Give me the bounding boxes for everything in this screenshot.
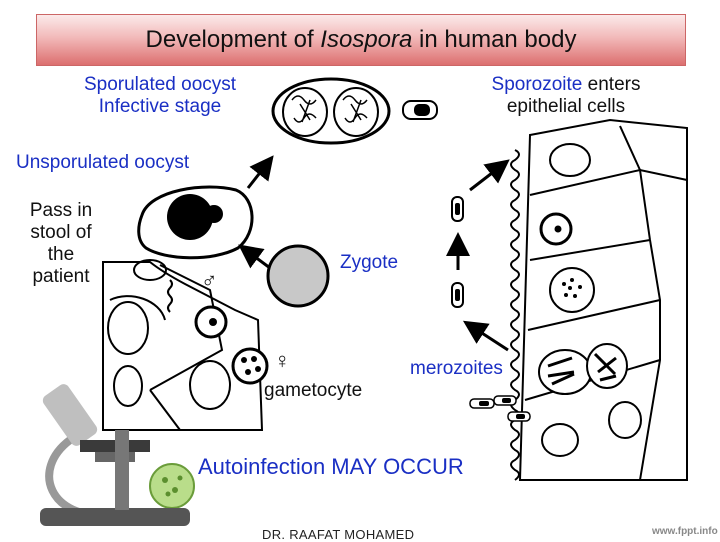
arrow-to-unsporulated — [238, 244, 271, 270]
free-merozoites — [469, 395, 531, 422]
right-epithelial-cells — [505, 118, 688, 481]
sporulated-oocyst-label: Sporulated oocyst Infective stage — [83, 74, 237, 117]
free-sporozoite — [402, 100, 438, 120]
male-gametocyte-cell — [194, 305, 228, 339]
title-bar: Development of Isospora in human body — [36, 14, 686, 66]
sporozoite-label: Sporozoite enters epithelial cells — [491, 74, 641, 117]
unsporulated-oocyst-image — [137, 185, 254, 260]
zygote-circle — [266, 244, 330, 308]
unsporulated-oocyst-label: Unsporulated oocyst — [16, 152, 190, 173]
female-symbol: ♀ — [274, 348, 291, 373]
merozoites-label: merozoites — [410, 358, 503, 379]
female-gametocyte-cell — [231, 347, 269, 385]
male-symbol: ♂ — [201, 268, 218, 293]
gametocyte-label: gametocyte — [264, 380, 363, 401]
site-watermark: www.fppt.info — [652, 526, 718, 537]
microscope-icon — [40, 384, 195, 526]
sporulated-oocyst-image — [268, 70, 396, 152]
cycle-arrows — [238, 155, 510, 352]
arrow-to-epithelial — [469, 159, 510, 192]
pass-in-stool-label: Pass in stool of the patient — [29, 200, 93, 287]
left-epithelial-cells — [102, 259, 264, 431]
zygote-label: Zygote — [340, 252, 399, 273]
slide-title: Development of Isospora in human body — [145, 26, 577, 53]
sporozoite-upper — [451, 196, 464, 222]
sporozoite-lower — [451, 282, 464, 308]
author-credit: DR. RAAFAT MOHAMED — [262, 527, 415, 542]
arrow-to-sporulated — [246, 155, 274, 189]
autoinfection-label: Autoinfection MAY OCCUR — [198, 454, 464, 479]
arrow-from-merozoites — [462, 320, 509, 352]
